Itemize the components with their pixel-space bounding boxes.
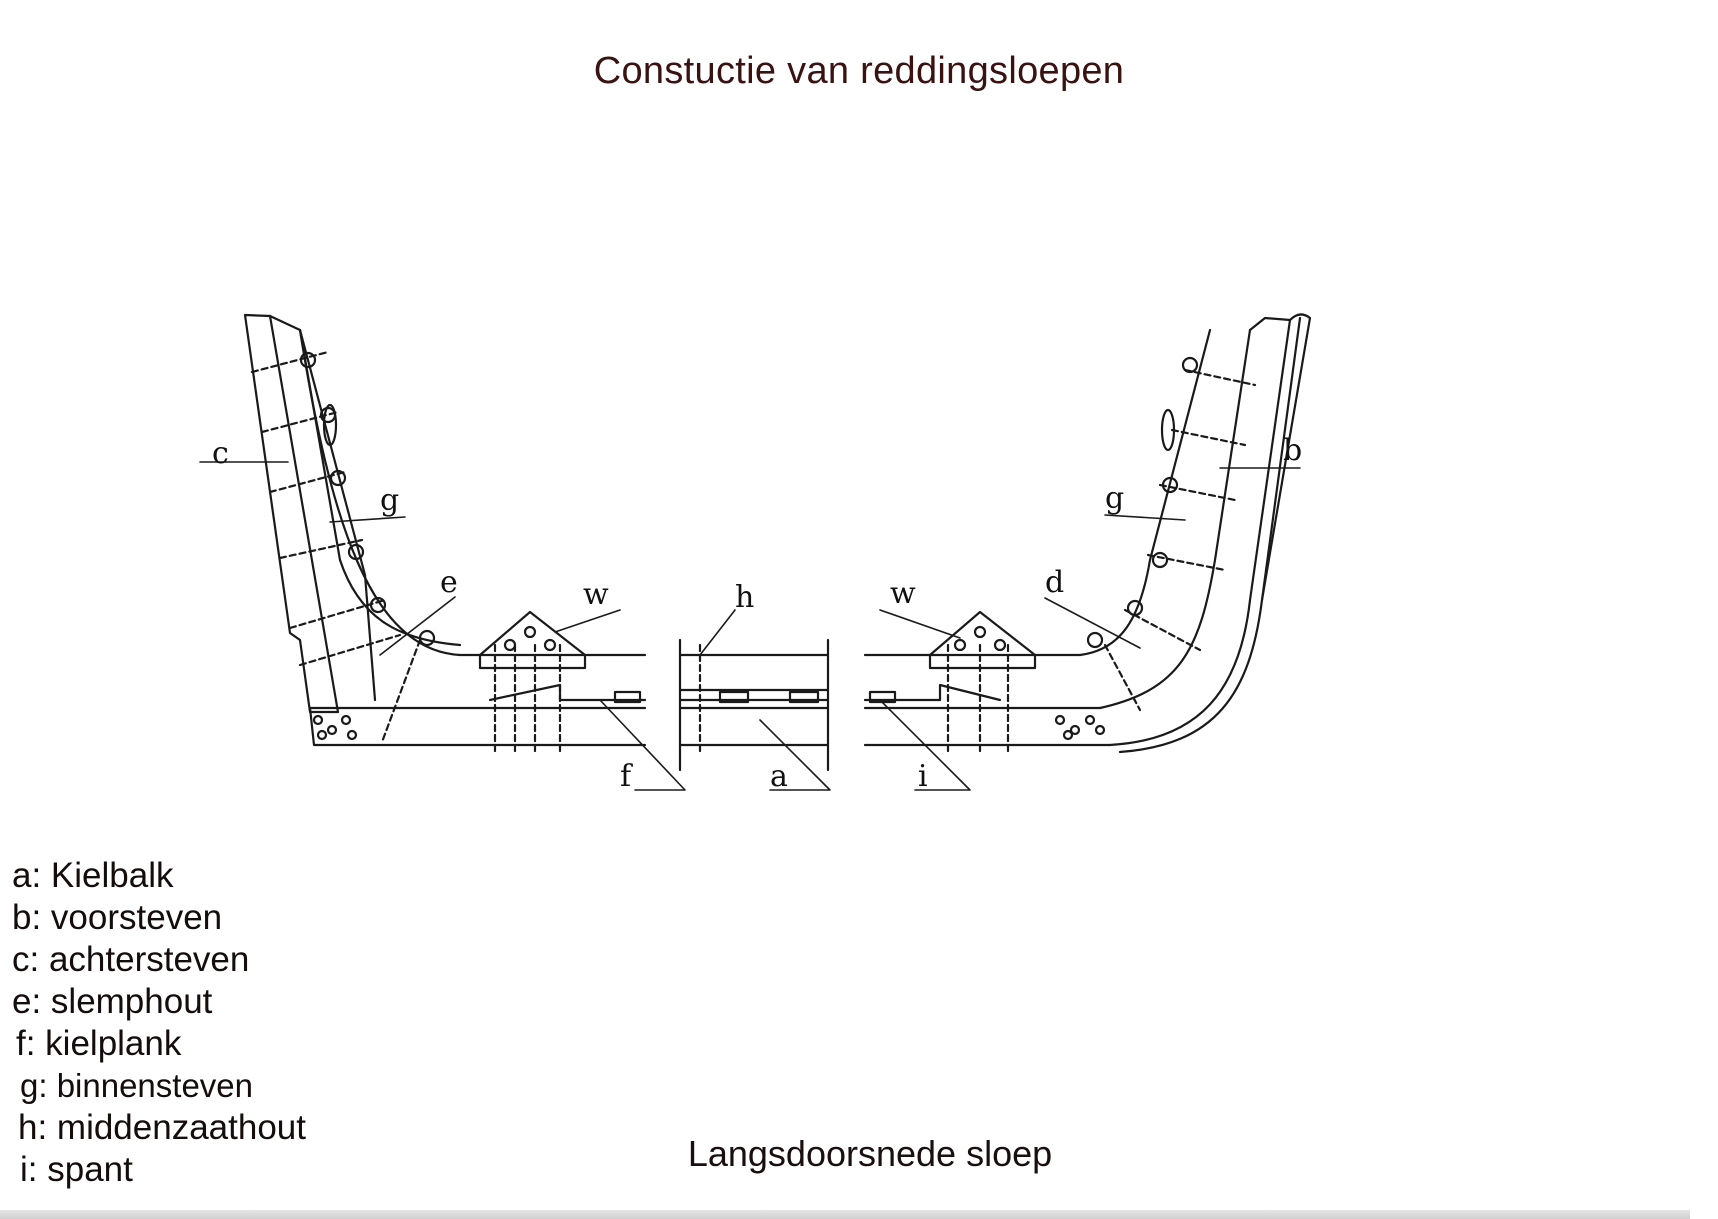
label-c: c: [212, 436, 229, 471]
stem-post-right: [1108, 313, 1312, 754]
legend-item-c: c: achtersteven: [12, 940, 250, 979]
label-w-right: w: [890, 576, 916, 611]
middle-section: [678, 638, 830, 772]
frame-bolt-left: [380, 638, 422, 744]
label-f: f: [620, 759, 633, 794]
deadwood-holes-right: [1054, 714, 1106, 741]
legend-item-e: e: slemphout: [12, 982, 213, 1021]
stem-bolts-right: [1103, 368, 1257, 712]
label-a: a: [770, 759, 788, 794]
legend-item-i: i: spant: [20, 1150, 133, 1189]
legend-item-g: g: binnensteven: [20, 1067, 254, 1104]
thwart-knee-left: [478, 610, 587, 670]
scan-edge: [0, 1210, 1690, 1219]
label-g-right: g: [1105, 481, 1124, 516]
diagram-title: Constuctie van reddingsloepen: [593, 50, 1125, 92]
label-e: e: [440, 565, 458, 600]
deadwood-holes-left: [312, 714, 358, 741]
legend-item-a: a: Kielbalk: [12, 856, 174, 895]
label-b: b: [1283, 433, 1302, 468]
label-w-left: w: [583, 577, 609, 612]
part-labels: c g e w f h a w i d g b: [212, 433, 1302, 794]
legend-item-b: b: voorsteven: [12, 898, 223, 937]
inner-stem-right: [1078, 328, 1252, 710]
keel-bolts-right: [946, 643, 1010, 757]
ring-bolt-left: [322, 403, 338, 447]
legend-item-h: h: middenzaathout: [18, 1108, 306, 1147]
stern-post-left: [243, 313, 377, 714]
thwart-knee-right: [928, 610, 1037, 670]
keel-left: [308, 683, 647, 747]
label-h: h: [735, 580, 754, 615]
bolt-nuts-left: [299, 351, 436, 647]
keel-bolts-left: [493, 643, 562, 757]
legend: a: Kielbalk b: voorsteven c: achtersteve…: [12, 855, 306, 1191]
legend-item-f: f: kielplank: [16, 1024, 182, 1063]
label-d: d: [1045, 565, 1064, 600]
ring-bolt-right: [1160, 408, 1176, 452]
leader-lines: [199, 461, 1301, 791]
label-g-left: g: [380, 483, 399, 518]
inner-stem-left: [298, 328, 647, 657]
label-i: i: [918, 759, 928, 794]
diagram-caption: Langsdoorsnede sloep: [687, 1133, 1053, 1174]
bolt-nuts-right: [1086, 356, 1199, 649]
keel-right: [863, 653, 1112, 747]
